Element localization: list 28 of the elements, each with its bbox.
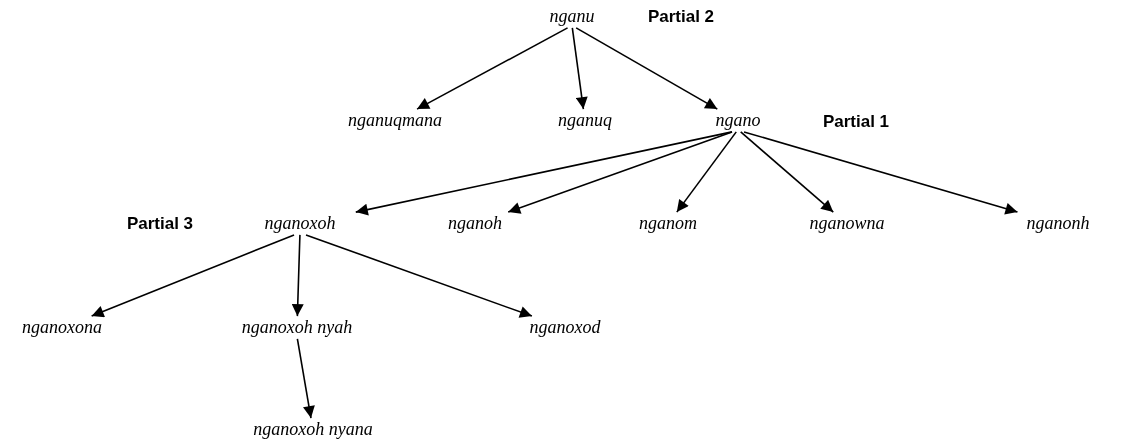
arrow — [355, 131, 733, 216]
arrow — [571, 27, 588, 110]
arrow — [90, 234, 295, 318]
arrow — [575, 27, 719, 110]
node-label: nganoxoh — [264, 214, 336, 234]
node-label: nganu — [549, 7, 595, 27]
node-label: ngano — [715, 111, 761, 131]
arrow — [676, 131, 738, 213]
partial-label: Partial 2 — [647, 7, 715, 27]
node-label: nganuqmana — [348, 111, 442, 131]
node-label: nganoxod — [529, 318, 601, 338]
node-label: nganowna — [809, 214, 885, 234]
node-label: nganoh — [448, 214, 502, 234]
partial-label: Partial 1 — [822, 112, 890, 132]
node-label: nganoxoh nyana — [253, 420, 373, 440]
arrow — [296, 338, 315, 419]
arrow — [416, 27, 569, 110]
arrow — [305, 234, 533, 318]
node-label: nganoxona — [22, 318, 102, 338]
arrow — [743, 131, 1019, 215]
partial-label: Partial 3 — [126, 214, 194, 234]
node-label: nganonh — [1026, 214, 1090, 234]
node-label: nganuq — [558, 111, 612, 131]
node-label: nganoxoh nyah — [241, 318, 353, 338]
arrow — [507, 131, 733, 214]
arrow — [291, 234, 304, 317]
arrow — [739, 131, 835, 213]
node-label: nganom — [639, 214, 697, 234]
